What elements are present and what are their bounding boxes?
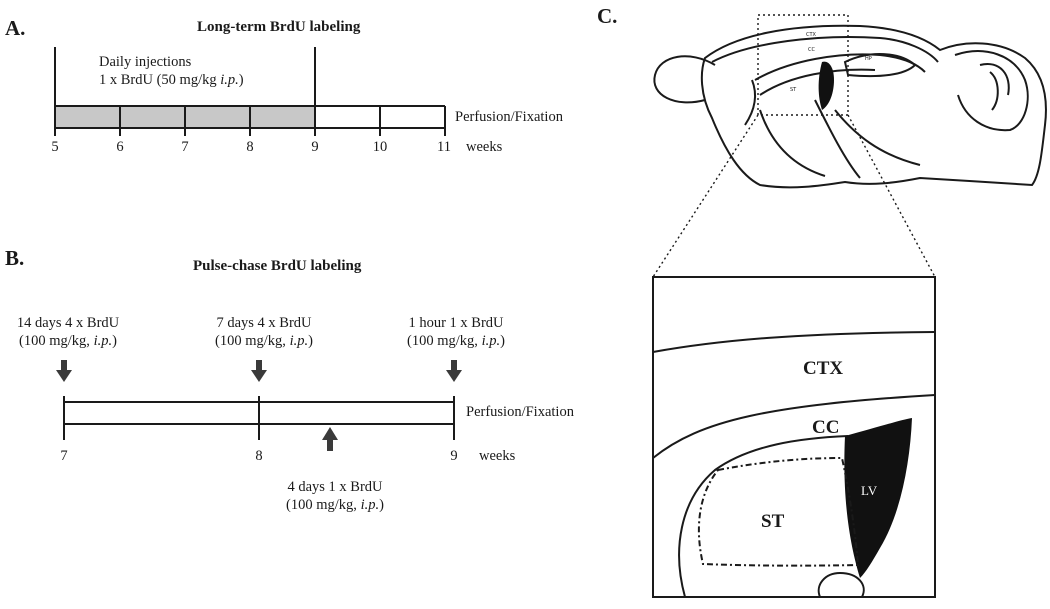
inset-label-st: ST (761, 511, 785, 532)
zoom-region (652, 14, 936, 278)
panel-b-title: Pulse-chase BrdU labeling (193, 258, 362, 274)
arrow-down-icon (251, 360, 267, 382)
zoom-line-left (652, 114, 759, 278)
panel-b-weeks-label: weeks (479, 448, 516, 464)
dose-close: ) (500, 333, 505, 349)
injection-4-days-dose: (100 mg/kg, i.p.) (275, 496, 395, 514)
panel-a-tick-11: 11 (437, 139, 451, 155)
zoom-line-right (847, 114, 936, 278)
small-label-cc: CC (808, 47, 815, 53)
injection-1-hour-dose: (100 mg/kg, i.p.) (396, 332, 516, 350)
panel-b-timeline (63, 396, 455, 440)
corpus-callosum (754, 53, 926, 81)
cortex-layer (711, 36, 939, 63)
cerebellum-fold (989, 71, 999, 111)
brain-sagittal-outline (653, 24, 1047, 189)
inset-label-ctx: CTX (803, 358, 843, 379)
panel-a-title: Long-term BrdU labeling (197, 19, 361, 35)
panel-a-tick-10: 10 (372, 139, 388, 155)
injection-7-days: 7 days 4 x BrdU (100 mg/kg, i.p.) (204, 314, 324, 350)
injection-1-hour-line1: 1 hour 1 x BrdU (408, 315, 504, 331)
small-label-st: ST (790, 87, 797, 93)
small-label-ctx: CTX (806, 32, 817, 38)
panel-a-route: i.p. (220, 72, 239, 88)
panel-b-tick-8: 8 (255, 448, 263, 464)
small-label-hp: HP (865, 56, 872, 62)
inset-cc-boundary-inner (678, 435, 849, 598)
panel-a-weeks-label: weeks (466, 139, 503, 155)
arrow-down-icon (56, 360, 72, 382)
ventral-tract (814, 99, 861, 179)
dose-text: (100 mg/kg, (407, 333, 482, 349)
injection-14-days: 14 days 4 x BrdU (100 mg/kg, i.p.) (8, 314, 128, 350)
inset-bottom-structure (817, 571, 865, 598)
injection-1-hour: 1 hour 1 x BrdU (100 mg/kg, i.p.) (396, 314, 516, 350)
brainstem (834, 109, 921, 166)
zoom-box (757, 14, 849, 116)
hippocampus (843, 53, 917, 78)
panel-b-tick-9: 9 (450, 448, 458, 464)
dose-text: (100 mg/kg, (19, 333, 94, 349)
injection-7-days-line1: 7 days 4 x BrdU (216, 315, 312, 331)
panel-a-dose: 1 x BrdU (50 mg/kg (99, 72, 221, 88)
panel-a-tick-7: 7 (181, 139, 189, 155)
inset-cortex-boundary (652, 331, 936, 353)
panel-a-tick-9: 9 (311, 139, 319, 155)
route-text: i.p. (289, 333, 309, 349)
route-text: i.p. (360, 497, 380, 513)
panel-a-perfusion-label: Perfusion/Fixation (455, 109, 563, 125)
inset-panel: CTX CC LV ST (652, 276, 936, 598)
dose-text: (100 mg/kg, (286, 497, 361, 513)
olfactory-bulb (653, 55, 716, 104)
panel-a-tick-5: 5 (51, 139, 59, 155)
panel-a-timeline (54, 47, 446, 136)
panel-a-injection-line2: 1 x BrdU (50 mg/kg i.p.) (99, 71, 244, 89)
cerebellum-fold (979, 63, 1010, 96)
dose-close: ) (379, 497, 384, 513)
panel-c-letter: C. (597, 4, 618, 28)
panel-a-dose-close: ) (238, 72, 244, 88)
panel-b-perfusion-label: Perfusion/Fixation (466, 404, 574, 420)
injection-4-days: 4 days 1 x BrdU (100 mg/kg, i.p.) (275, 478, 395, 514)
panel-a-tick-6: 6 (116, 139, 124, 155)
panel-b-letter: B. (5, 246, 25, 270)
dose-close: ) (112, 333, 117, 349)
panel-b-tick-7: 7 (60, 448, 68, 464)
panel-a-tick-8: 8 (246, 139, 254, 155)
inset-label-cc: CC (812, 417, 839, 438)
injection-14-days-line1: 14 days 4 x BrdU (16, 315, 120, 331)
panel-a-letter: A. (5, 16, 26, 40)
arrow-up-icon (322, 427, 338, 451)
route-text: i.p. (481, 333, 501, 349)
dose-text: (100 mg/kg, (215, 333, 290, 349)
injection-arrows (56, 360, 462, 451)
cerebellum (954, 50, 1029, 132)
injection-14-days-dose: (100 mg/kg, i.p.) (8, 332, 128, 350)
inset-striatum-outline (697, 456, 860, 567)
dose-close: ) (308, 333, 313, 349)
injection-4-days-line1: 4 days 1 x BrdU (287, 479, 383, 495)
route-text: i.p. (93, 333, 113, 349)
inset-label-lv: LV (861, 483, 878, 498)
brain-outline (700, 24, 1047, 189)
cc-lower (759, 68, 876, 96)
arrow-down-icon (446, 360, 462, 382)
ventral-tract (759, 109, 826, 177)
olfactory-tract (744, 79, 757, 126)
inset-lateral-ventricle (844, 418, 912, 578)
lateral-ventricle-small (818, 61, 834, 110)
panel-a-injection-line1: Daily injections (99, 54, 192, 70)
injection-7-days-dose: (100 mg/kg, i.p.) (204, 332, 324, 350)
inset-cc-boundary-outer (652, 394, 936, 459)
